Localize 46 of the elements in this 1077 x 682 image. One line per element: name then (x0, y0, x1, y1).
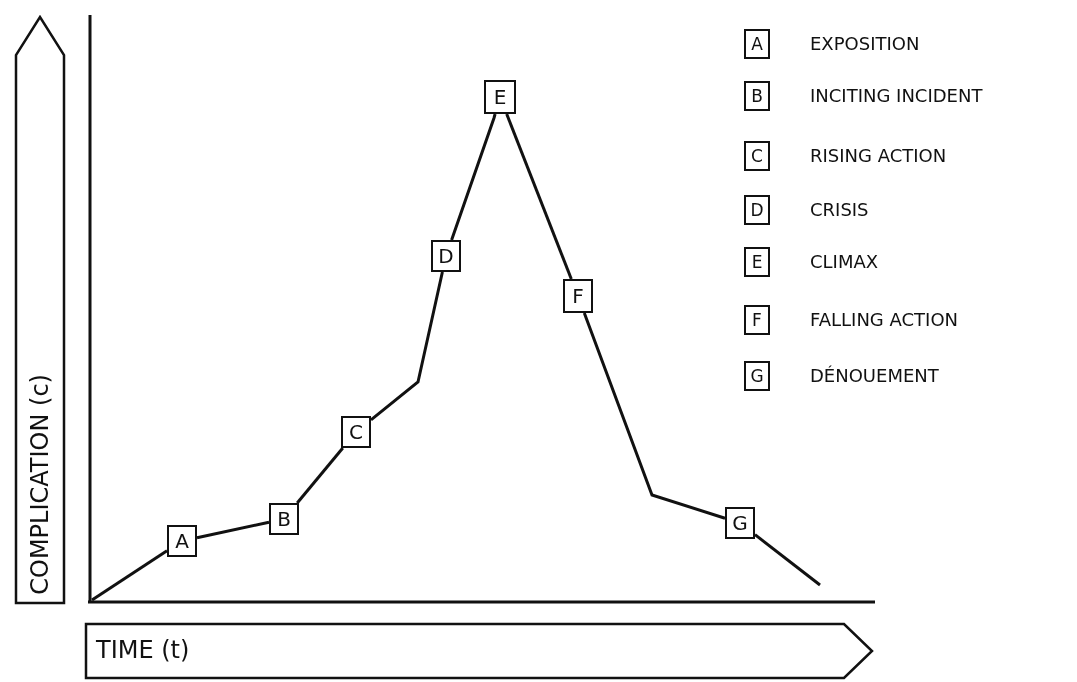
plot-line (296, 447, 344, 504)
key-box (744, 247, 770, 277)
marker-letter: C (349, 420, 363, 444)
plot-line (582, 312, 726, 520)
plot-marker-box (167, 525, 197, 557)
marker-letter: A (175, 529, 189, 553)
plot-line (91, 549, 168, 602)
axis-title: COMPLICATION (c) (26, 374, 54, 595)
marker-letter: G (732, 511, 748, 535)
marker-letter: B (751, 86, 763, 106)
plot-line (450, 113, 497, 241)
legend-text: RISING ACTION (810, 145, 947, 166)
legend-text: DÉNOUEMENT (810, 365, 939, 386)
marker-letter: E (751, 252, 763, 272)
marker-letter: B (277, 507, 291, 531)
legend-text: INCITING INCIDENT (810, 85, 983, 106)
marker-letter: E (493, 85, 507, 109)
key-box (744, 305, 770, 335)
marker-letter: F (572, 284, 584, 308)
marker-letter: A (751, 34, 763, 54)
plot-marker-box (269, 503, 299, 535)
marker-letter: F (752, 310, 762, 330)
marker-letter: G (750, 366, 764, 386)
legend-text: FALLING ACTION (810, 309, 959, 330)
key-box (744, 141, 770, 171)
plot-marker-box (431, 240, 461, 272)
plot-line (754, 533, 821, 587)
key-box (744, 361, 770, 391)
plot-marker-box (563, 279, 593, 313)
legend-text: CRISIS (810, 199, 869, 220)
plot-marker-box (484, 80, 516, 114)
axis-label-arrow (14, 15, 66, 605)
marker-letter: D (438, 244, 454, 268)
key-box (744, 29, 770, 59)
axis-title: TIME (t) (96, 636, 190, 664)
plot-line (370, 271, 444, 422)
plot-line (196, 520, 270, 540)
plot-marker-box (725, 507, 755, 539)
legend-text: CLIMAX (810, 251, 879, 272)
plot-line (505, 113, 573, 280)
plot-marker-box (341, 416, 371, 448)
legend-text: EXPOSITION (810, 33, 920, 54)
key-box (744, 195, 770, 225)
key-box (744, 81, 770, 111)
marker-letter: C (751, 146, 763, 166)
marker-letter: D (750, 200, 764, 220)
